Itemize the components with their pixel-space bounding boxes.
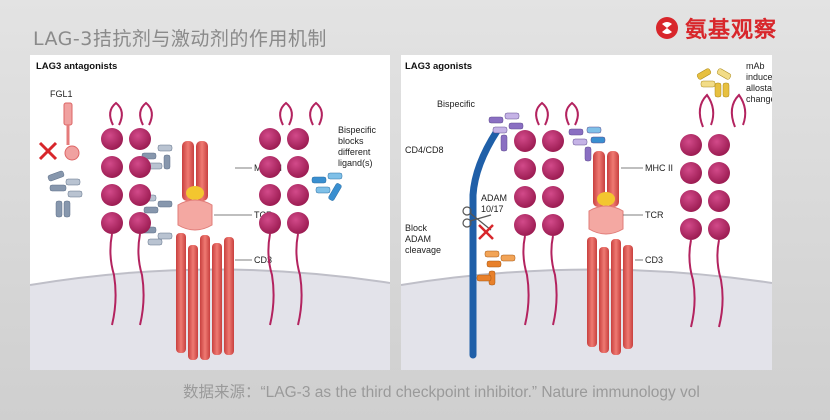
- adam-label-line1: ADAM: [481, 193, 507, 203]
- lag3-dimer-left: [101, 101, 153, 326]
- scissors-icon: [462, 206, 492, 231]
- bispecific-note-line4: ligand(s): [338, 158, 373, 168]
- lag3-dimer-agonist-1: [514, 101, 579, 326]
- mab-note-line2: induces: [746, 72, 772, 82]
- fgl1-label: FGL1: [50, 89, 73, 99]
- agonists-heading: LAG3 agonists: [405, 61, 472, 72]
- agonists-panel: LAG3 agonists CD4/CD8 Bispecific ADAM 10…: [401, 55, 772, 370]
- mhc-tcr-complex-right: [587, 151, 633, 355]
- logo-mark-icon: [656, 17, 678, 39]
- logo-text: 氨基观察: [685, 18, 778, 43]
- fgl1-ligand: [63, 102, 80, 161]
- mab-note-line4: changes: [746, 94, 772, 104]
- antagonists-panel: LAG3 antagonists FGL1: [30, 55, 390, 370]
- mhc-tcr-complex-left: [176, 141, 234, 360]
- lag3-dimer-agonist-2: [680, 93, 747, 328]
- antagonist-antibody-1: [47, 170, 83, 218]
- brand-logo: 氨基观察: [655, 12, 777, 44]
- membrane-edge-right: [401, 268, 772, 286]
- bispecific-antibody-left: [311, 172, 343, 201]
- cd3-label-left: CD3: [254, 255, 272, 265]
- bispecific-antibody-right-2: [568, 126, 606, 162]
- antagonists-diagram: LAG3 antagonists FGL1: [30, 61, 390, 370]
- agonists-diagram: LAG3 agonists CD4/CD8 Bispecific ADAM 10…: [401, 61, 772, 370]
- bispecific-note-line2: blocks: [338, 136, 364, 146]
- block-x-icon-right: [478, 224, 494, 240]
- block-label-line1: Block: [405, 223, 428, 233]
- source-citation: 数据来源：“LAG-3 as the third checkpoint inhi…: [183, 384, 700, 401]
- bispecific-note-line3: different: [338, 147, 371, 157]
- lag3-dimer-right: [259, 101, 323, 326]
- cd4-cd8-coreceptor: [469, 127, 501, 359]
- adam-label-line2: 10/17: [481, 204, 504, 214]
- orange-antibody: [476, 250, 516, 286]
- block-label-line2: ADAM: [405, 234, 431, 244]
- mab-antibody-yellow: [696, 68, 732, 98]
- bispecific-label-right: Bispecific: [437, 99, 476, 109]
- mab-note-line3: allostatic: [746, 83, 772, 93]
- bispecific-antibody-right: [488, 112, 524, 152]
- mhc-label-right: MHC II: [645, 163, 673, 173]
- cd3-label-right: CD3: [645, 255, 663, 265]
- block-label-line3: cleavage: [405, 245, 441, 255]
- cd4-cd8-label: CD4/CD8: [405, 145, 444, 155]
- block-x-icon: [38, 141, 58, 161]
- bispecific-note-line1: Bispecific: [338, 125, 377, 135]
- tcr-label-right: TCR: [645, 210, 664, 220]
- mab-note-line1: mAb: [746, 61, 765, 71]
- antagonists-heading: LAG3 antagonists: [36, 61, 117, 72]
- page-title: LAG-3拮抗剂与激动剂的作用机制: [33, 28, 327, 50]
- cell-membrane-right: [401, 269, 772, 370]
